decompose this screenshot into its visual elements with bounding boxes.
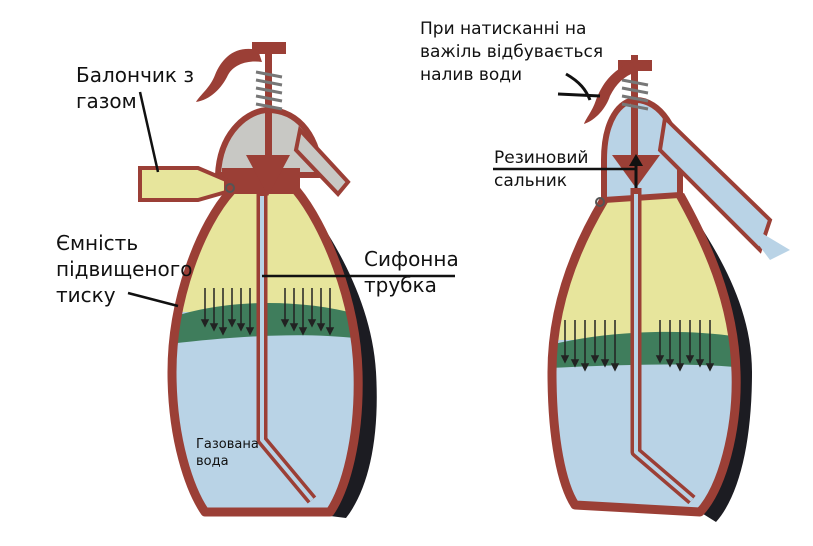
press-arrow-tail [565,72,592,101]
label-seal-line2: сальник [494,171,568,191]
pressure-arrow-head [227,319,237,328]
right-vessel-wall [547,192,741,517]
label-siphon-tube: Сифонна трубка [364,246,459,298]
pressure-arrow-head [685,355,695,364]
label-siphon-tube-line1: Сифонна [364,247,459,271]
pressure-arrow-head [655,355,665,364]
right-spout [657,113,773,254]
right-water-stream [740,220,790,260]
left-siphon [138,42,377,518]
pressure-arrow-head [560,355,570,364]
pressure-arrow-head [590,355,600,364]
left-lever [196,48,262,102]
label-gas-cylinder-line2: газом [76,89,137,113]
pressure-arrow-head [316,323,326,332]
right-foam [552,331,737,368]
label-water-line2: вода [196,454,229,469]
label-siphon-tube-line2: трубка [364,273,437,297]
label-lever-note: При натисканні на важіль відбувається на… [420,18,603,87]
pressure-arrow-head [600,359,610,368]
pressure-arrow-head [280,319,290,328]
pressure-arrow-head [218,327,228,336]
pressure-arrow-head [307,319,317,328]
pressure-arrow-head [209,323,219,332]
label-lever-note-line3: налив води [420,65,523,85]
pressure-arrow-head [610,363,620,372]
label-vessel-line3: тиску [56,283,116,307]
pressure-arrow-head [245,327,255,336]
pressure-arrow-head [705,363,715,372]
label-gas-cylinder: Балончик з газом [76,62,194,114]
label-high-pressure-vessel: Ємність підвищеного тиску [56,230,192,308]
left-spout [293,125,351,198]
press-arrow [557,92,601,98]
left-gas-cylinder [138,166,228,202]
pressure-arrow-head [665,359,675,368]
label-vessel-line2: підвищеного [56,257,193,281]
label-lever-note-line2: важіль відбувається [420,42,604,62]
pressure-arrow-head [298,327,308,336]
pressure-arrow-head [325,327,335,336]
left-valve-cap [252,42,286,54]
leader-lines [127,91,636,308]
pressure-arrow-head [570,359,580,368]
label-rubber-seal: Резиновий сальник [494,147,588,193]
right-spring [621,78,649,111]
label-seal-line1: Резиновий [494,148,589,168]
right-water-region [552,340,737,512]
left-vessel-wall [167,186,363,517]
right-lever [584,62,636,124]
pressure-arrow-head [580,363,590,372]
left-pressure-arrows [200,288,335,336]
pressure-arrow-head [695,359,705,368]
label-vessel-line1: Ємність [56,231,139,255]
pressure-arrow-head [200,319,210,328]
left-valve [246,155,290,196]
label-carbonated-water: Газована вода [196,436,259,470]
right-siphon [547,55,790,522]
right-pressure-arrows [560,320,715,372]
pressure-arrow-head [675,363,685,372]
pressure-arrow-head [289,323,299,332]
right-valve-cap [618,60,652,71]
left-spring [255,70,283,111]
label-lever-note-line1: При натисканні на [420,19,587,39]
label-gas-cylinder-line1: Балончик з [76,63,194,87]
label-water-line1: Газована [196,437,259,452]
pressure-arrow-head [236,323,246,332]
